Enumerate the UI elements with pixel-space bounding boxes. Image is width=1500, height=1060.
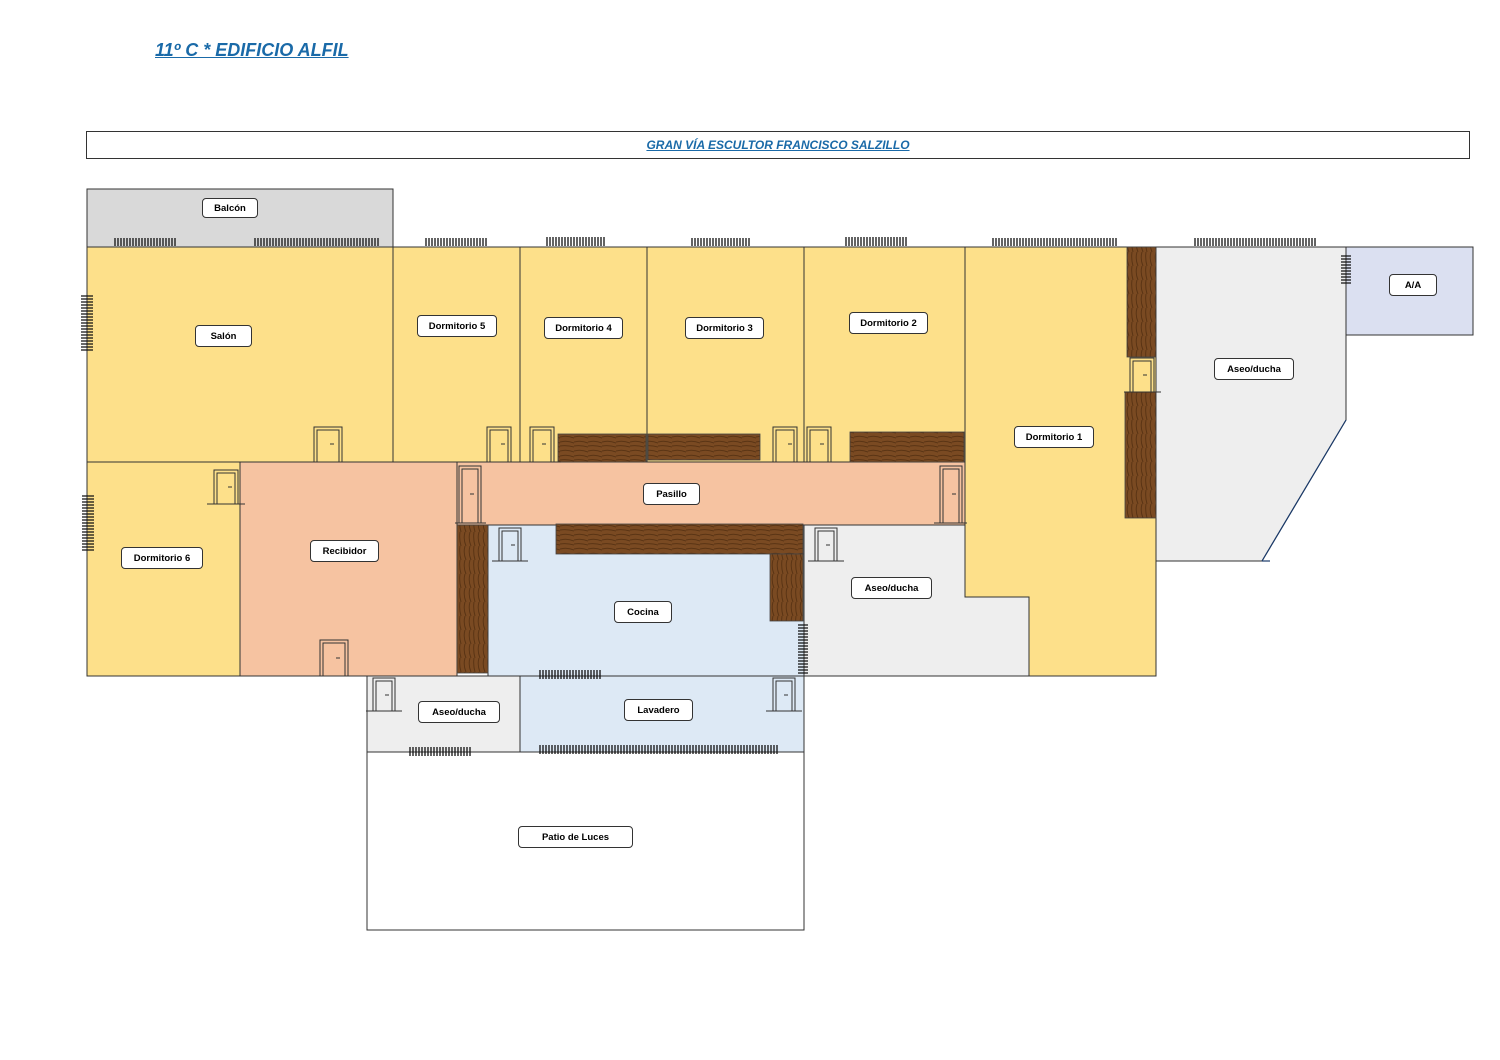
label-aseo-ducha-east: Aseo/ducha	[1214, 358, 1294, 380]
window	[1194, 238, 1316, 246]
wardrobe-recibidor	[456, 524, 489, 674]
kitchen-counter-top	[555, 523, 804, 555]
window	[81, 295, 93, 351]
window	[546, 237, 605, 246]
label-dormitorio-1: Dormitorio 1	[1014, 426, 1094, 448]
wardrobe-d3	[647, 433, 761, 461]
label-recibidor: Recibidor	[310, 540, 379, 562]
label-patio-de-luces: Patio de Luces	[518, 826, 633, 848]
label-balcon: Balcón	[202, 198, 258, 218]
aseo-ducha-east-area	[1155, 246, 1347, 562]
window	[254, 238, 379, 246]
window	[992, 238, 1117, 246]
label-dormitorio-5: Dormitorio 5	[417, 315, 497, 337]
window	[409, 747, 471, 756]
door-icon	[311, 639, 357, 677]
door-icon	[366, 677, 402, 712]
door-icon	[480, 426, 518, 463]
door-icon	[207, 469, 245, 505]
label-dormitorio-3: Dormitorio 3	[685, 317, 764, 339]
doors	[207, 357, 1161, 712]
label-pasillo: Pasillo	[643, 483, 700, 505]
window	[425, 238, 487, 246]
door-icon	[523, 426, 561, 463]
page-title: 11º C * EDIFICIO ALFIL	[155, 40, 349, 60]
window	[798, 624, 808, 674]
wardrobe-d2	[849, 431, 965, 463]
pasillo-area	[456, 461, 966, 526]
label-dormitorio-6: Dormitorio 6	[121, 547, 203, 569]
window	[539, 670, 601, 679]
label-aseo-ducha-south: Aseo/ducha	[418, 701, 500, 723]
label-dormitorio-2: Dormitorio 2	[849, 312, 928, 334]
wardrobe-d1-lower	[1124, 391, 1157, 519]
label-cocina: Cocina	[614, 601, 672, 623]
label-salon: Salón	[195, 325, 252, 347]
door-icon	[492, 527, 528, 562]
wardrobes	[456, 246, 1157, 674]
window	[539, 745, 778, 754]
door-icon	[808, 527, 844, 562]
label-aseo-ducha-center: Aseo/ducha	[851, 577, 932, 599]
street-banner: GRAN VÍA ESCULTOR FRANCISCO SALZILLO	[86, 131, 1470, 159]
label-lavadero: Lavadero	[624, 699, 693, 721]
aseo-diagonal-wall	[1261, 419, 1347, 562]
door-icon	[1124, 357, 1161, 393]
window	[691, 238, 750, 246]
salon-area	[86, 246, 394, 463]
door-icon	[766, 677, 802, 712]
window	[1341, 255, 1351, 284]
kitchen-counter-side	[769, 553, 804, 622]
wardrobe-d1-upper	[1126, 246, 1157, 358]
door-icon	[800, 426, 838, 463]
label-aa: A/A	[1389, 274, 1437, 296]
wardrobe-d4	[557, 433, 647, 463]
window	[82, 495, 94, 551]
street-label: GRAN VÍA ESCULTOR FRANCISCO SALZILLO	[646, 138, 910, 152]
door-icon	[455, 465, 486, 524]
windows	[81, 237, 1351, 756]
window	[114, 238, 176, 246]
door-icon	[305, 426, 353, 463]
label-dormitorio-4: Dormitorio 4	[544, 317, 623, 339]
window	[845, 237, 907, 246]
door-icon	[934, 465, 967, 524]
